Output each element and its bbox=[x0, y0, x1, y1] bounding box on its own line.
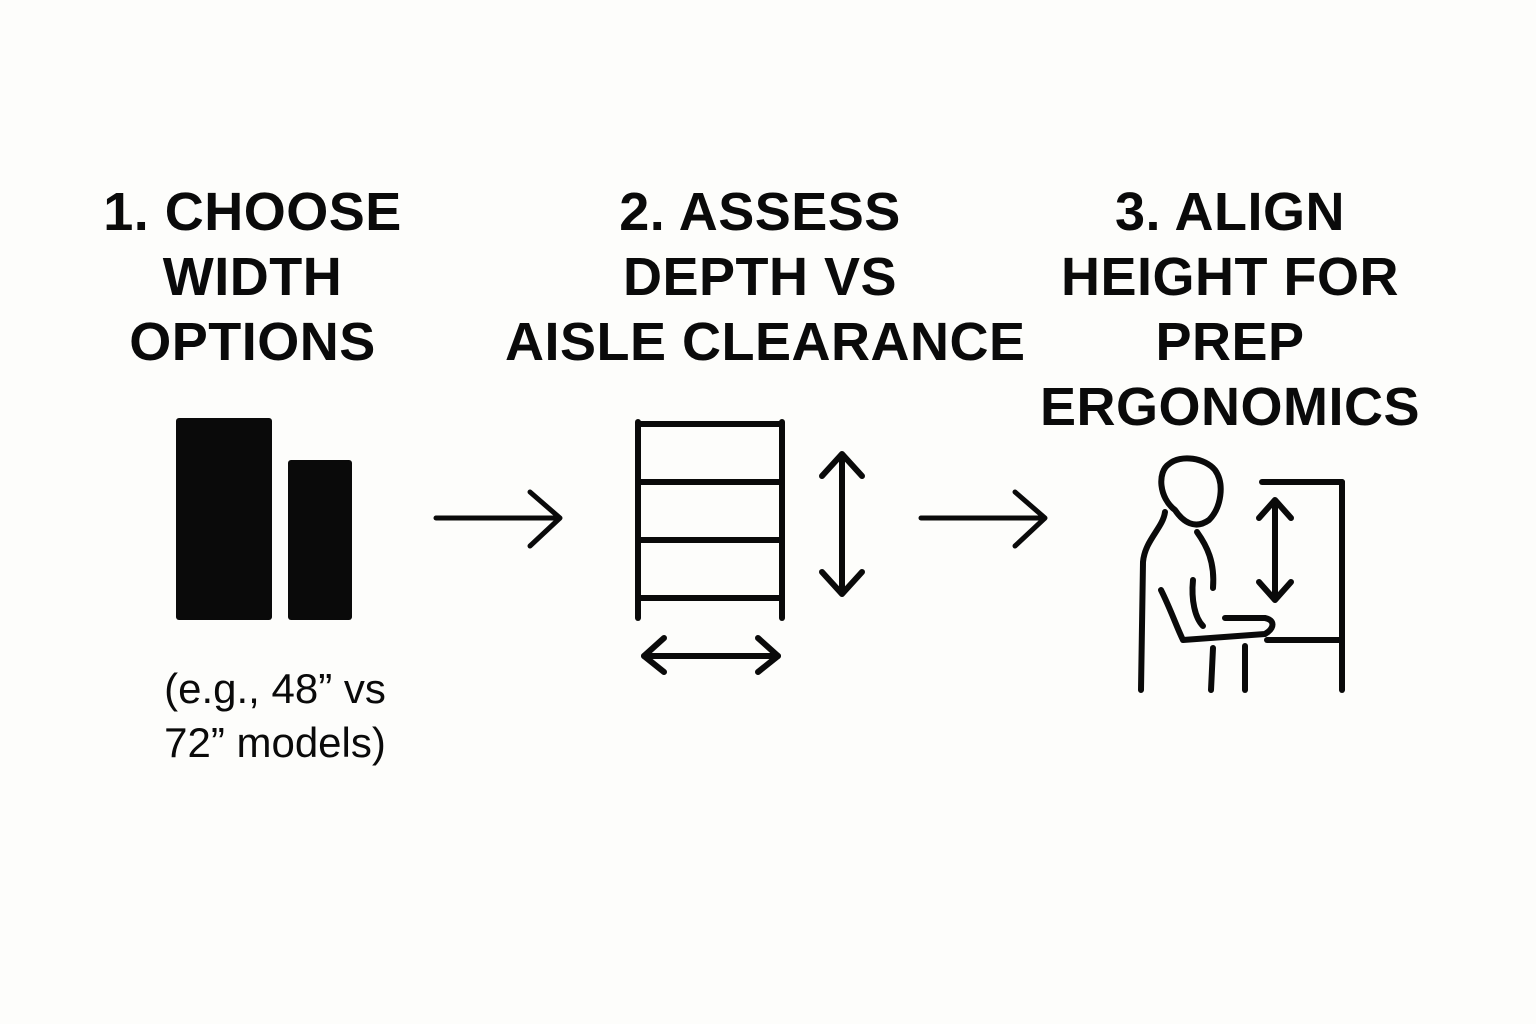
shelving-unit-icon bbox=[635, 419, 785, 621]
step-1-note-line: 72” models) bbox=[164, 719, 386, 766]
step-1-title-line: WIDTH bbox=[162, 247, 343, 307]
wide-bar bbox=[176, 418, 272, 620]
narrow-bar bbox=[288, 460, 352, 620]
person-icon bbox=[1138, 455, 1276, 693]
step-3-title-line: 3. ALIGN bbox=[1114, 182, 1346, 242]
step-2-title-line: 2. ASSESS bbox=[619, 182, 901, 242]
step-1-note: (e.g., 48” vs 72” models) bbox=[110, 662, 440, 770]
step-1-title-line: 1. CHOOSE bbox=[103, 182, 402, 242]
step-1-title-line: OPTIONS bbox=[129, 312, 376, 372]
counter-frame-icon bbox=[1259, 479, 1345, 693]
shelving-clearance-icon bbox=[635, 419, 865, 675]
step-1-note-line: (e.g., 48” vs bbox=[164, 665, 386, 712]
step-3-title-line: PREP bbox=[1155, 312, 1305, 372]
horizontal-double-arrow-icon bbox=[641, 635, 781, 675]
right-arrow-icon bbox=[918, 489, 1048, 549]
step-3-title: 3. ALIGN HEIGHT FOR PREP ERGONOMICS bbox=[1010, 180, 1450, 440]
step-1-title: 1. CHOOSE WIDTH OPTIONS bbox=[60, 180, 445, 375]
step-2-title-line: AISLE CLEARANCE bbox=[505, 312, 1026, 372]
step-2-title: 2. ASSESS DEPTH VS AISLE CLEARANCE bbox=[505, 180, 1026, 375]
person-workstation-height-icon bbox=[1138, 455, 1345, 693]
step-3-title-line: HEIGHT FOR bbox=[1061, 247, 1399, 307]
height-double-arrow-icon bbox=[1256, 497, 1294, 603]
step-3-title-line: ERGONOMICS bbox=[1039, 377, 1421, 437]
step-2-title-line: DEPTH VS bbox=[622, 247, 898, 307]
right-arrow-icon bbox=[433, 489, 563, 549]
vertical-double-arrow-icon bbox=[819, 451, 865, 597]
width-bars-icon bbox=[176, 418, 352, 620]
